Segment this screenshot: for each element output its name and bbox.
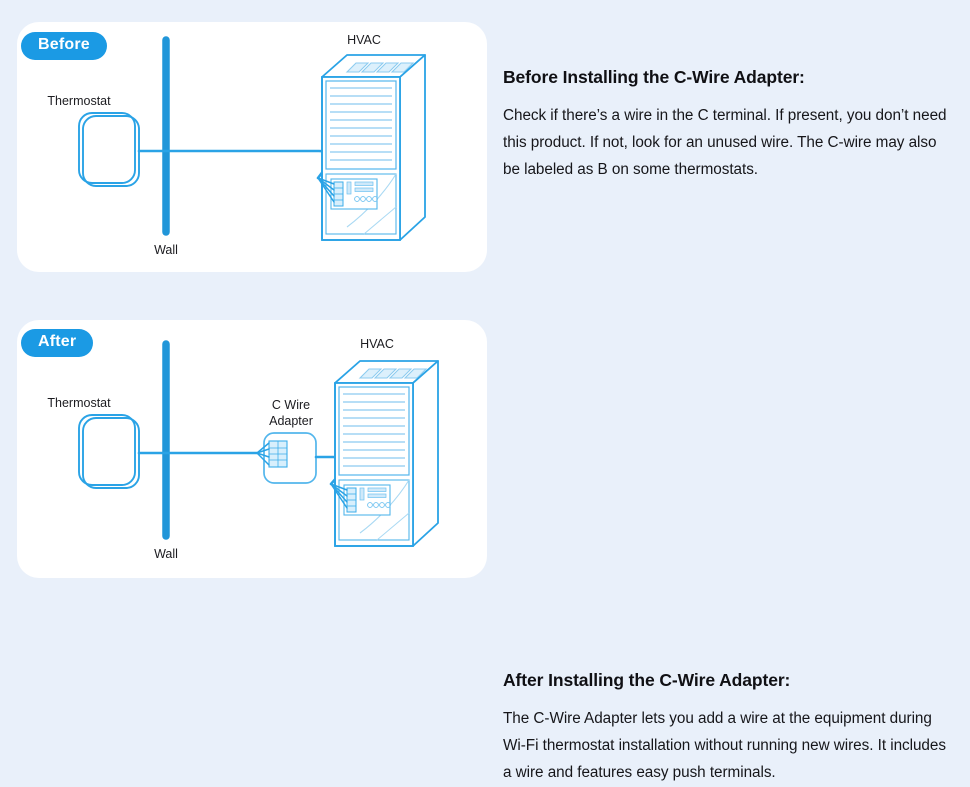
thermostat-icon xyxy=(78,414,140,489)
diagram-card-before: Thermostat Wall HVAC xyxy=(17,22,487,272)
diagram-after: Thermostat Wall C Wire Adapter xyxy=(47,337,439,561)
section-after: Thermostat Wall C Wire Adapter xyxy=(0,300,970,781)
hvac-label: HVAC xyxy=(360,337,394,351)
wall-label: Wall xyxy=(154,243,178,257)
text-column-after: After Installing the C-Wire Adapter: The… xyxy=(503,670,955,787)
thermostat-label: Thermostat xyxy=(47,94,111,108)
body-before: Check if there’s a wire in the C termina… xyxy=(503,107,947,179)
thermostat-label: Thermostat xyxy=(47,396,111,410)
diagram-card-after: Thermostat Wall C Wire Adapter xyxy=(17,320,487,578)
adapter-label-line1: C Wire xyxy=(272,398,310,412)
hvac-label: HVAC xyxy=(347,33,381,47)
text-column-before: Before Installing the C-Wire Adapter: Ch… xyxy=(503,67,955,184)
body-after: The C-Wire Adapter lets you add a wire a… xyxy=(503,710,946,782)
c-wire-adapter-icon xyxy=(256,432,317,484)
hvac-icon xyxy=(317,54,426,241)
heading-after: After Installing the C-Wire Adapter: xyxy=(503,670,791,690)
section-before: Thermostat Wall HVAC xyxy=(0,0,970,300)
hvac-icon xyxy=(330,360,439,547)
diagram-before: Thermostat Wall HVAC xyxy=(47,33,426,257)
badge-after: After xyxy=(21,329,94,357)
heading-before: Before Installing the C-Wire Adapter: xyxy=(503,67,805,87)
thermostat-icon xyxy=(78,112,140,187)
badge-before: Before xyxy=(21,32,107,60)
wall-label: Wall xyxy=(154,547,178,561)
adapter-label-line2: Adapter xyxy=(269,414,313,428)
